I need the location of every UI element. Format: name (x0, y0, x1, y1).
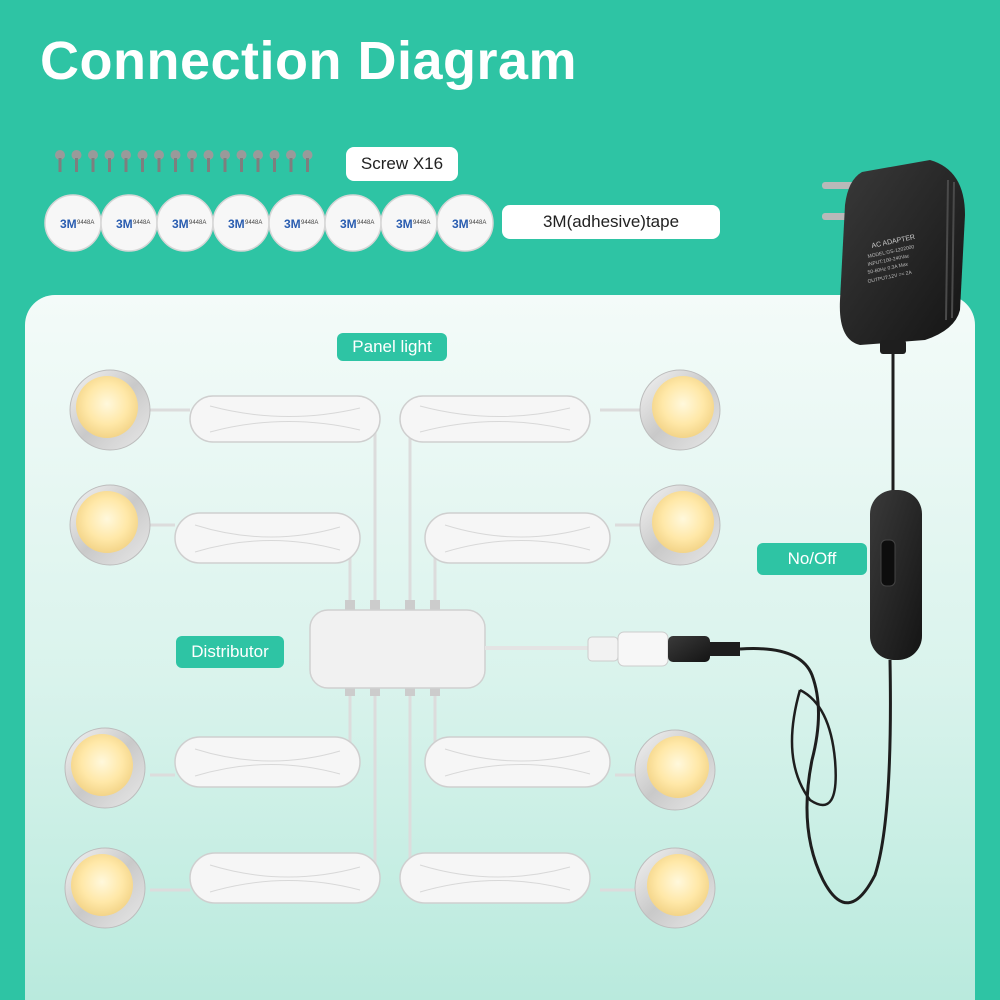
screw-icon (55, 150, 65, 172)
coil-loop (194, 748, 341, 777)
tape-icon: 3M 9448A (100, 194, 158, 252)
inline-switch (870, 490, 922, 660)
tape-label: 3M(adhesive)tape (502, 205, 720, 239)
puck-light (69, 369, 151, 451)
screw-icon (220, 150, 230, 172)
cable-coil (189, 852, 381, 904)
coil-loop (419, 405, 571, 433)
puck-light (69, 484, 151, 566)
coil-loop (419, 864, 571, 893)
coil-loop (444, 524, 591, 553)
coil-loops (194, 405, 591, 893)
plug-pin-icon (822, 182, 856, 189)
tape-code: 9448A (245, 220, 262, 226)
switch-rocker-icon (880, 539, 896, 587)
coil-loop (194, 524, 341, 553)
wire (408, 408, 640, 605)
tape-row: 3M 9448A 3M 9448A 3M 9448A 3M 9448A 3M 9… (44, 194, 494, 252)
tape-code: 9448A (413, 220, 430, 226)
wire-layer (150, 408, 640, 892)
page-title: Connection Diagram (40, 31, 578, 91)
cable-coil (189, 395, 381, 443)
switch-label: No/Off (757, 543, 867, 575)
cable-coil (424, 512, 611, 564)
screw-icon (170, 150, 181, 172)
tape-brand: 3M (340, 217, 357, 231)
tape-brand: 3M (172, 217, 189, 231)
tape-code: 9448A (469, 220, 486, 226)
wire (150, 690, 377, 892)
screw-icon (236, 150, 247, 172)
screw-icon (137, 150, 148, 172)
tape-icon: 3M 9448A (44, 194, 102, 252)
tape-code: 9448A (189, 220, 206, 226)
tape-brand: 3M (228, 217, 245, 231)
panel-light-label: Panel light (337, 333, 447, 361)
screw-icon (253, 150, 263, 172)
screw-row (55, 150, 313, 172)
screw-icon (121, 150, 131, 172)
tape-code: 9448A (301, 220, 318, 226)
tape-icon: 3M 9448A (156, 194, 214, 252)
coil-loop (444, 748, 591, 777)
tape-brand: 3M (284, 217, 301, 231)
puck-light (639, 484, 721, 566)
cable-coil (399, 852, 591, 904)
adapter-cable (891, 333, 899, 495)
screw-icon (154, 150, 164, 172)
puck-light (64, 847, 146, 929)
screw-icon (71, 150, 82, 172)
puck-light (634, 847, 716, 929)
screw-icon (104, 150, 115, 172)
cable-coil (424, 736, 611, 788)
cable-coil (399, 395, 591, 443)
cable-coil (174, 736, 361, 788)
screw-icon (286, 150, 296, 172)
tape-code: 9448A (133, 220, 150, 226)
screw-label: Screw X16 (346, 147, 458, 181)
distributor-label: Distributor (176, 636, 284, 668)
tape-icon: 3M 9448A (324, 194, 382, 252)
tape-icon: 3M 9448A (436, 194, 494, 252)
screw-icon (187, 150, 197, 172)
black-cable (739, 647, 892, 905)
puck-light (639, 369, 721, 451)
cable-coils (174, 395, 611, 904)
puck-light (64, 727, 146, 809)
cable-coil (174, 512, 361, 564)
tape-code: 9448A (77, 220, 94, 226)
dc-plug-connector (587, 631, 740, 667)
distributor-box (309, 600, 486, 696)
screw-icon (302, 150, 313, 172)
black-cable-loop (790, 688, 837, 807)
tape-icon: 3M 9448A (268, 194, 326, 252)
adapter-vent-icon (945, 179, 955, 321)
coil-loop (209, 405, 361, 433)
tape-icon: 3M 9448A (380, 194, 438, 252)
coil-loop (209, 864, 361, 893)
wire (408, 690, 640, 892)
tape-brand: 3M (60, 217, 77, 231)
panel-lights (64, 369, 721, 929)
screw-icon (88, 150, 98, 172)
tape-brand: 3M (116, 217, 133, 231)
tape-icon: 3M 9448A (212, 194, 270, 252)
wire (150, 408, 377, 605)
tape-code: 9448A (357, 220, 374, 226)
power-adapter: AC ADAPTER MODEL:GS-1202000 INPUT:100-24… (822, 160, 965, 354)
screw-icon (269, 150, 280, 172)
screw-icon (203, 150, 214, 172)
tape-brand: 3M (452, 217, 469, 231)
tape-brand: 3M (396, 217, 413, 231)
puck-light (634, 729, 716, 811)
